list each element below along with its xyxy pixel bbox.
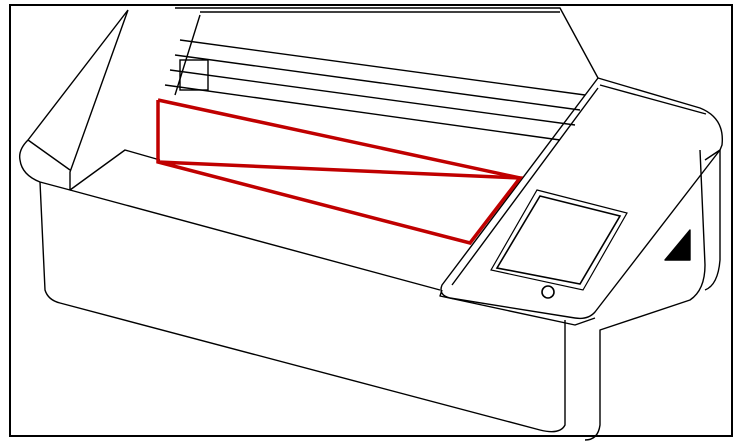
highlight-top-face (157, 98, 521, 180)
front-panel (39, 181, 566, 433)
left-rim (18, 9, 129, 191)
control-panel-edge (439, 289, 596, 326)
laser-head (179, 59, 209, 91)
control-panel-inner-edge (451, 84, 707, 286)
power-button-icon[interactable] (541, 285, 555, 299)
right-vent (664, 229, 691, 261)
right-side-inner (704, 149, 721, 291)
bed-floor-line (69, 149, 161, 191)
figure-frame (9, 4, 733, 437)
right-side (584, 149, 706, 441)
touchscreen-bezel (490, 189, 628, 291)
highlight-front-face (156, 100, 524, 245)
gantry-rail (164, 14, 586, 141)
front-panel-edge (69, 189, 441, 291)
touchscreen[interactable] (495, 195, 622, 285)
lid (175, 7, 599, 79)
control-panel (440, 77, 724, 320)
machine-body (18, 7, 724, 441)
highlight-work-area (156, 98, 524, 245)
